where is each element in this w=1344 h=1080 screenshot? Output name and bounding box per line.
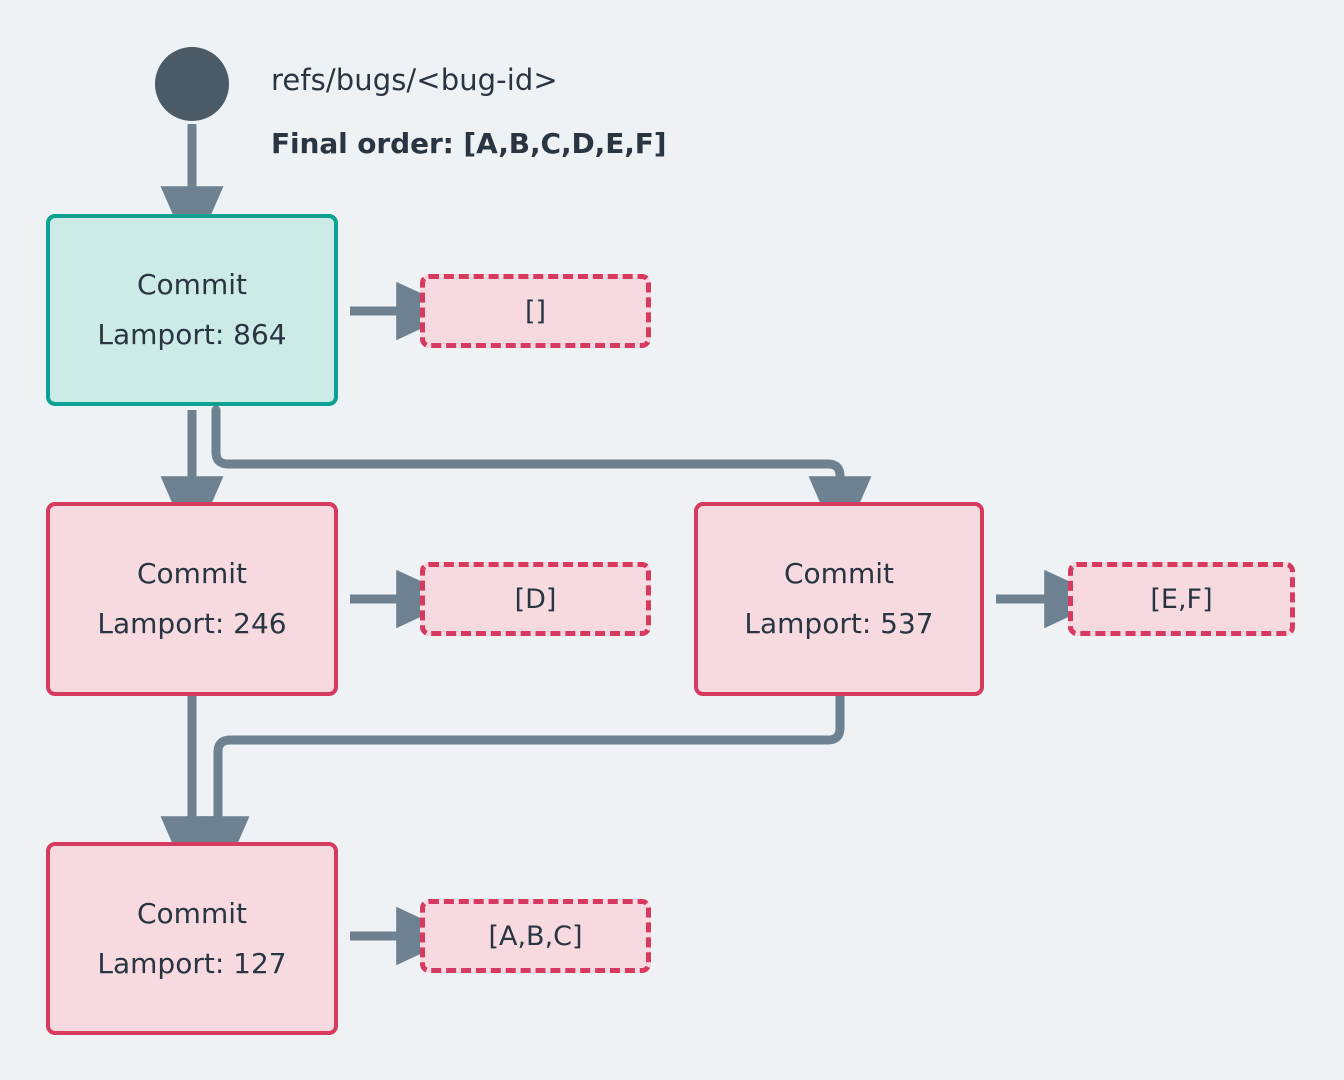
commit-title: Commit xyxy=(137,896,247,930)
final-order-label: Final order: [A,B,C,D,E,F] xyxy=(271,127,667,160)
commit-title: Commit xyxy=(784,557,894,590)
payload-box-864[interactable]: [] xyxy=(420,274,651,348)
ref-path-label: refs/bugs/<bug-id> xyxy=(271,63,558,97)
commit-title: Commit xyxy=(137,268,247,301)
payload-box-537[interactable]: [E,F] xyxy=(1068,562,1295,636)
commit-node-246[interactable]: Commit Lamport: 246 xyxy=(46,502,338,696)
commit-lamport-value: Lamport: 537 xyxy=(744,607,934,640)
commit-node-537[interactable]: Commit Lamport: 537 xyxy=(694,502,984,696)
commit-lamport-value: Lamport: 864 xyxy=(97,318,287,351)
commit-node-127[interactable]: Commit Lamport: 127 xyxy=(46,842,338,1035)
payload-text: [] xyxy=(524,295,547,327)
payload-text: [E,F] xyxy=(1150,583,1213,615)
edge-commit-864-to-commit-537 xyxy=(211,405,872,549)
commit-lamport-value: Lamport: 127 xyxy=(97,946,287,980)
payload-text: [A,B,C] xyxy=(488,920,583,952)
edge-commit-537-to-commit-127 xyxy=(186,691,845,889)
commit-title: Commit xyxy=(137,557,247,590)
payload-box-246[interactable]: [D] xyxy=(420,562,651,636)
commit-lamport-value: Lamport: 246 xyxy=(97,607,287,640)
commit-node-864[interactable]: Commit Lamport: 864 xyxy=(46,214,338,406)
root-node-dot[interactable] xyxy=(155,47,229,121)
payload-box-127[interactable]: [A,B,C] xyxy=(420,899,651,973)
payload-text: [D] xyxy=(514,583,557,615)
